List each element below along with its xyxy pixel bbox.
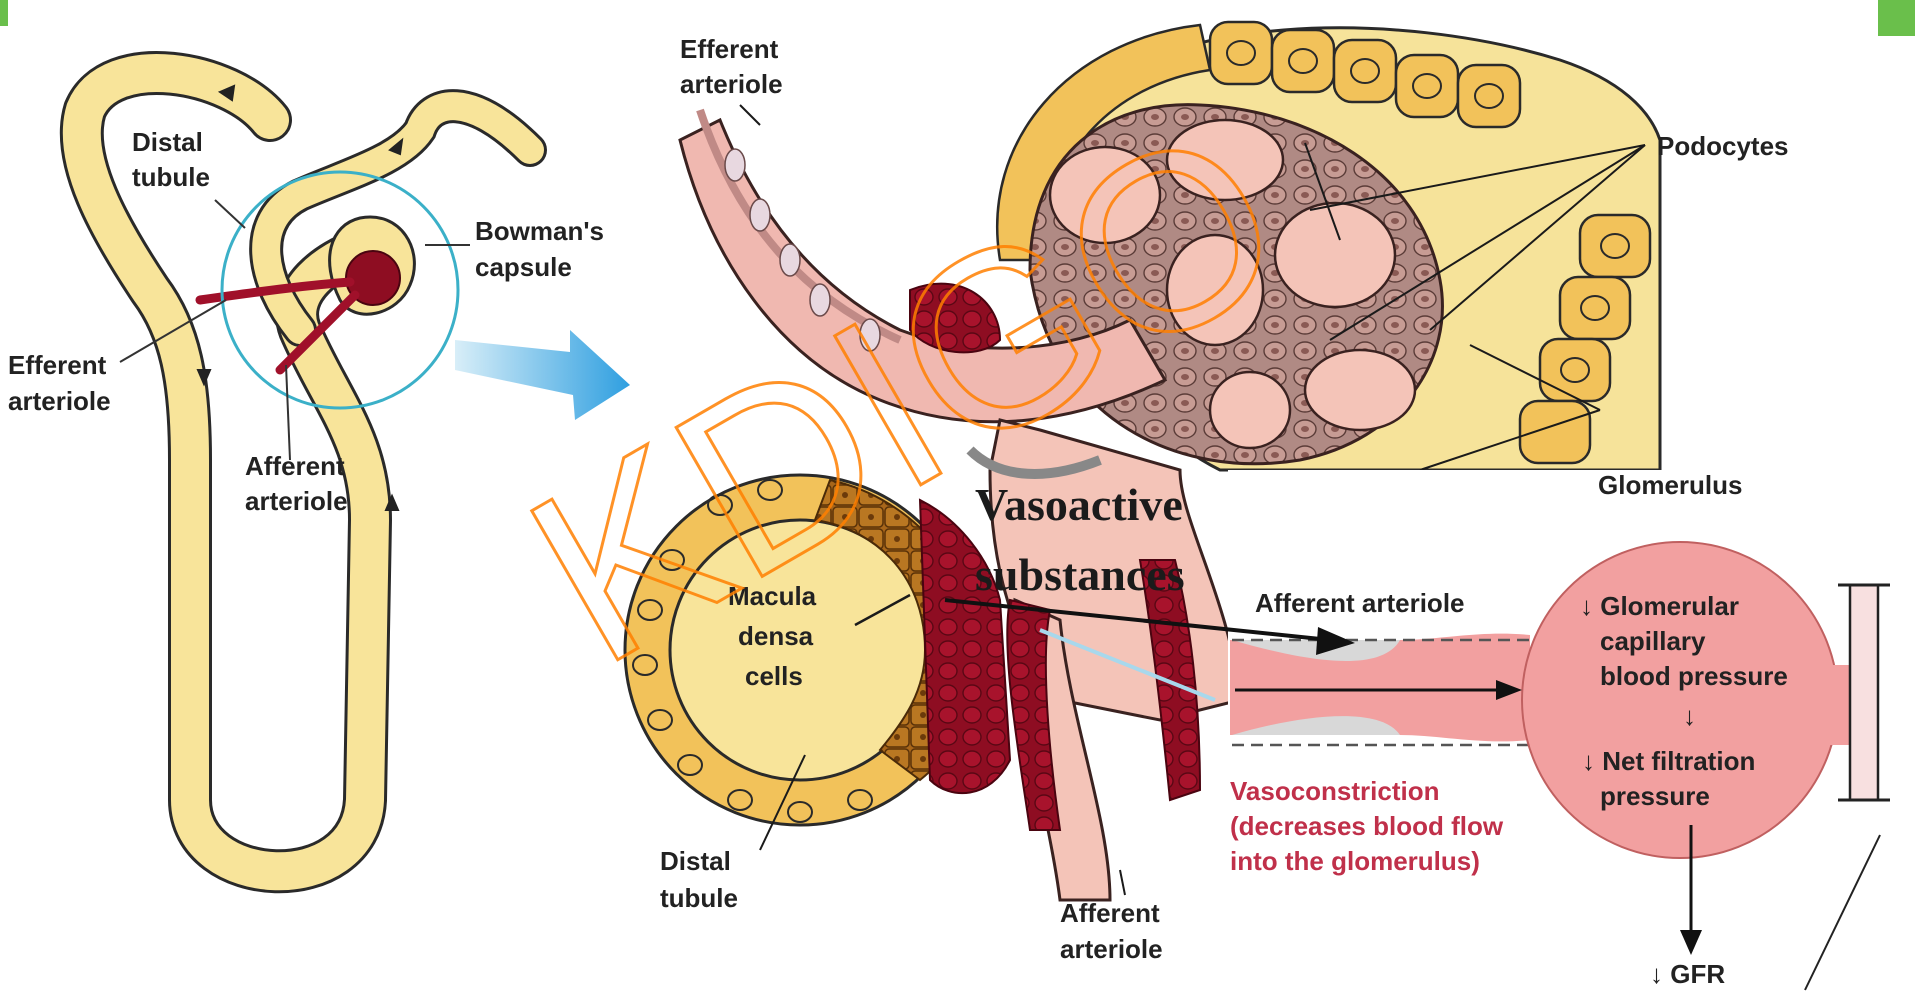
net-filtration-label-line2: pressure <box>1600 781 1710 811</box>
vasoconstriction-label: Vasoconstriction <box>1230 776 1440 806</box>
left-distal-tubule-label-line2: tubule <box>132 162 210 192</box>
macula-densa-label-line3: cells <box>745 661 803 691</box>
mid-distal-tubule-label: Distal <box>660 846 731 876</box>
glomerular-pressure-label-line2: capillary <box>1600 626 1706 656</box>
net-filtration-label: ↓ Net filtration <box>1582 746 1755 776</box>
podocytes-label: Podocytes <box>1657 131 1789 161</box>
left-bowmans-capsule-label-line2: capsule <box>475 252 572 282</box>
mid-efferent-arteriole-label-line2: arteriole <box>680 69 783 99</box>
left-bowmans-capsule-label: Bowman's <box>475 216 604 246</box>
left-efferent-arteriole-label-line2: arteriole <box>8 386 111 416</box>
left-afferent-arteriole-label: Afferent <box>245 451 345 481</box>
left-efferent-arteriole-label: Efferent <box>8 350 107 380</box>
glomerulus-label: Glomerulus <box>1598 470 1742 500</box>
vasoconstriction-label-line3: into the glomerulus) <box>1230 846 1480 876</box>
gfr-label: ↓ GFR <box>1650 959 1725 989</box>
mid-efferent-arteriole-label: Efferent <box>680 34 779 64</box>
left-distal-tubule-label: Distal <box>132 127 203 157</box>
left-afferent-arteriole-label-line2: arteriole <box>245 486 348 516</box>
pressure-down-arrow: ↓ <box>1683 701 1696 731</box>
mid-afferent-arteriole-label-line2: arteriole <box>1060 934 1163 964</box>
corner-marker-left <box>0 0 8 26</box>
glomerular-pressure-label-line3: blood pressure <box>1600 661 1788 691</box>
vasoactive-substances-label-line2: substances <box>975 549 1185 600</box>
mid-afferent-arteriole-label: Afferent <box>1060 898 1160 928</box>
vasoconstriction-label-line2: (decreases blood flow <box>1230 811 1504 841</box>
corner-marker-right <box>1878 0 1915 36</box>
mid-distal-tubule-label-line2: tubule <box>660 883 738 913</box>
bowmans-space-bar <box>1850 585 1878 800</box>
glomerular-pressure-label: ↓ Glomerular <box>1580 591 1739 621</box>
right-afferent-arteriole-label: Afferent arteriole <box>1255 588 1465 618</box>
